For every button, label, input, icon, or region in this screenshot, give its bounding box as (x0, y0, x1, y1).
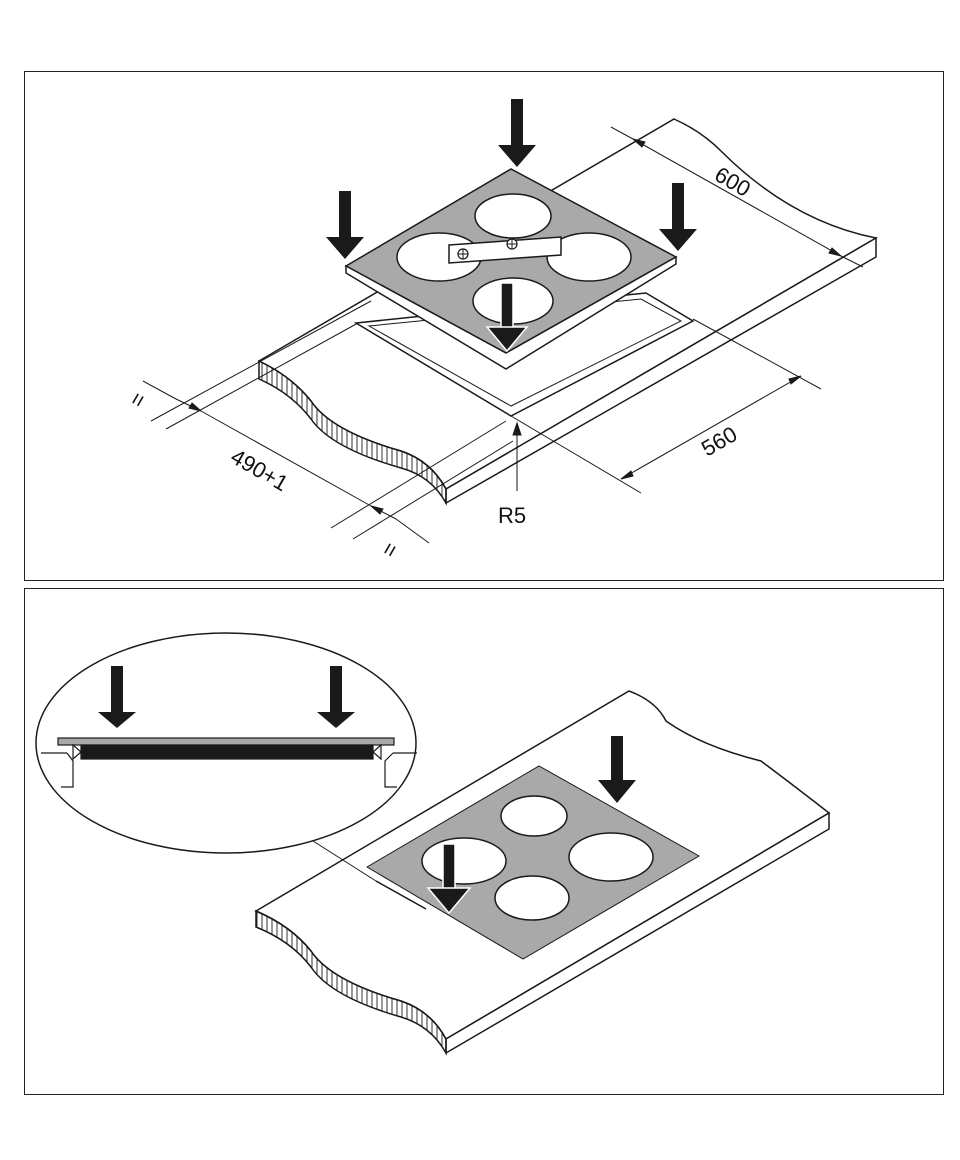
seal-line (375, 880, 427, 910)
press-arrow-front (426, 843, 472, 915)
worktop-cut-section (255, 909, 447, 1056)
radius-label: R5 (498, 503, 526, 528)
radius-pointer (512, 421, 522, 491)
top-panel: 600 560 490+1 = = R5 (24, 71, 944, 581)
installation-diagram: 600 560 490+1 = = R5 (124, 99, 879, 562)
press-arrow-left (326, 191, 364, 259)
press-arrow-detail-left (98, 666, 136, 728)
dimension-label-490: 490+1 (227, 444, 293, 497)
hob-plate-edge (345, 255, 677, 370)
dimension-560 (510, 318, 822, 494)
cooking-zone-top (500, 795, 568, 837)
worktop-cut-section (258, 359, 447, 506)
detail-leader (312, 840, 377, 882)
control-bar (448, 236, 562, 264)
detail-section (41, 737, 417, 788)
mounting-diagram (35, 632, 831, 1056)
bottom-panel (24, 588, 944, 1095)
cooking-zone-top (474, 193, 552, 239)
press-arrow-right (659, 183, 697, 251)
equal-mark-top: = (124, 388, 152, 412)
press-arrow-detail-right (317, 666, 355, 728)
press-arrow-right (598, 736, 636, 803)
cooking-zone-left (421, 837, 507, 885)
cooking-zone-right (546, 232, 632, 282)
cooking-zone-right (568, 832, 654, 882)
press-arrow-top (498, 99, 536, 167)
equal-mark-bottom: = (376, 538, 404, 562)
dimension-label-560: 560 (697, 421, 741, 461)
press-arrow-front (485, 282, 529, 353)
cooking-zone-bottom (494, 875, 570, 921)
dimension-490 (142, 300, 514, 544)
dimension-600 (610, 126, 864, 268)
